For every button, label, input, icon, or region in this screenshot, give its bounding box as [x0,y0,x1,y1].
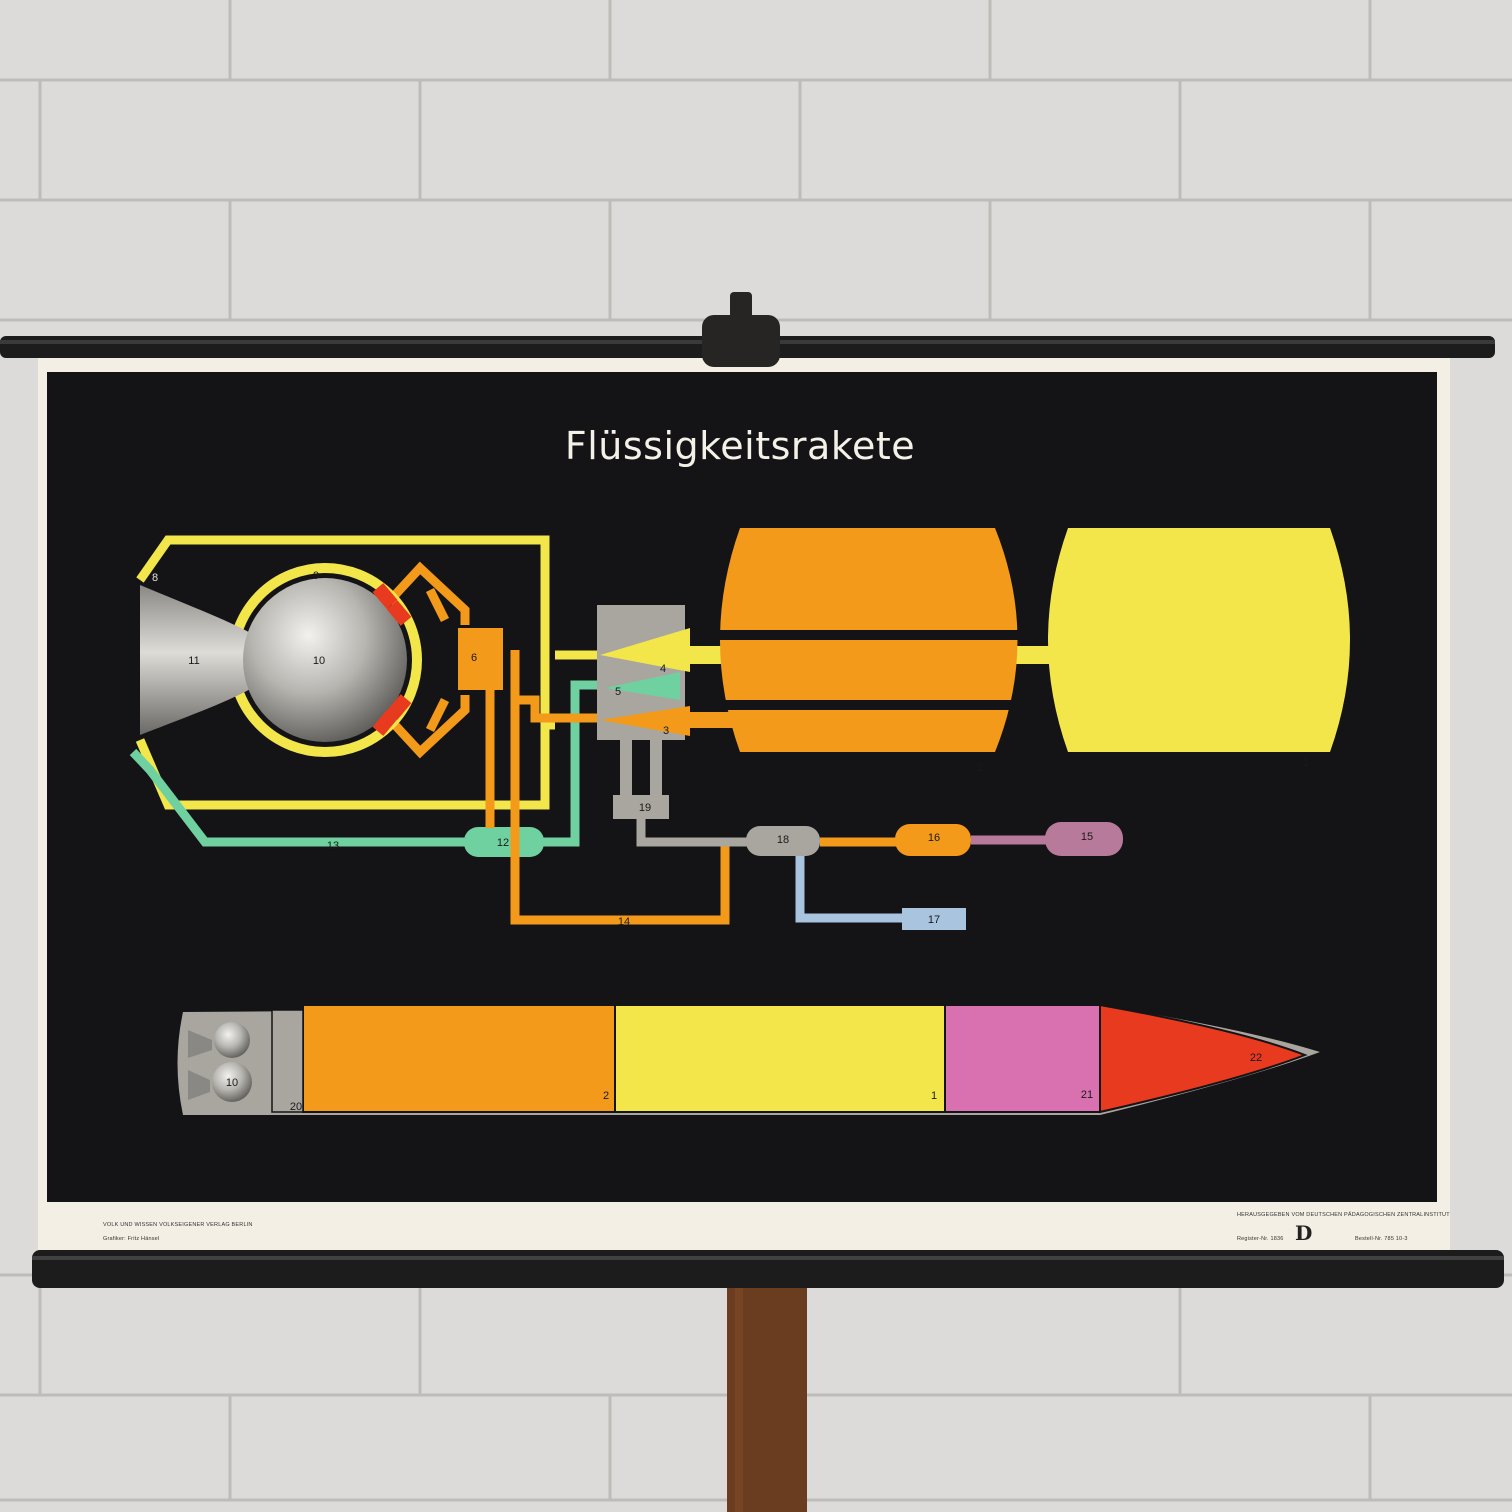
label-1-rocket: 1 [930,1090,938,1102]
pump-4 [600,628,690,672]
pump-5 [605,672,680,700]
gray-line [636,819,760,847]
chamber-10 [243,578,407,742]
tank-15 [1045,822,1123,856]
blue-line-17 [795,856,905,923]
label-9: 9 [312,570,320,582]
pump-19 [613,795,669,819]
label-6: 6 [470,652,478,664]
section-1 [614,1004,946,1113]
tank-16 [895,824,971,856]
section-2 [302,1004,616,1113]
green-line-13 [129,680,605,847]
label-3: 3 [662,725,670,737]
publisher-logo: D [1295,1221,1313,1245]
label-4: 4 [659,663,667,675]
label-15: 15 [1080,831,1094,843]
footer-editor: HERAUSGEGEBEN VOM DEUTSCHEN PÄDAGOGISCHE… [1237,1212,1450,1218]
label-19: 19 [638,802,652,814]
footer-artist: Grafiker: Fritz Hänsel [103,1236,160,1242]
footer-register: Register-Nr. 1836 [1237,1236,1284,1242]
tank-1 [1048,528,1350,752]
bottom-rod [32,1250,1504,1288]
label-16: 16 [927,832,941,844]
label-5: 5 [614,686,622,698]
label-2-tank: 2 [976,762,984,774]
engine-bulb-top [214,1022,250,1058]
label-10-rocket: 10 [225,1077,239,1089]
regulator-17 [902,908,966,930]
label-14: 14 [617,916,631,928]
label-13: 13 [326,840,340,852]
label-18: 18 [776,834,790,846]
label-12: 12 [496,837,510,849]
valve-6 [458,628,503,690]
label-21: 21 [1080,1089,1094,1101]
nozzle-11 [140,585,262,735]
label-10: 10 [312,655,326,667]
engine-bulb-10 [212,1062,252,1102]
label-2-rocket: 2 [602,1090,610,1102]
tank-18 [746,826,820,856]
injector-bracket [391,561,470,759]
label-20: 20 [289,1101,303,1113]
footer-publisher: VOLK UND WISSEN VOLKSEIGENER VERLAG BERL… [103,1222,253,1228]
label-22: 22 [1249,1052,1263,1064]
label-8: 8 [151,572,159,584]
label-17: 17 [927,914,941,926]
footer-order: Bestell-Nr. 785 10-3 [1355,1236,1408,1242]
hanger-clip [702,292,780,367]
section-20 [271,1009,304,1113]
orange-feed-line [680,712,740,728]
green-valve-12 [464,827,544,857]
label-11: 11 [188,655,200,667]
pump-3 [600,706,690,736]
orange-lines-14 [485,650,730,925]
label-1: 1 [1302,757,1310,769]
section-22 [1099,1003,1308,1114]
section-21 [944,1004,1101,1113]
red-injectors [372,583,412,736]
poster-title: Flüssigkeitsrakete [564,424,916,468]
